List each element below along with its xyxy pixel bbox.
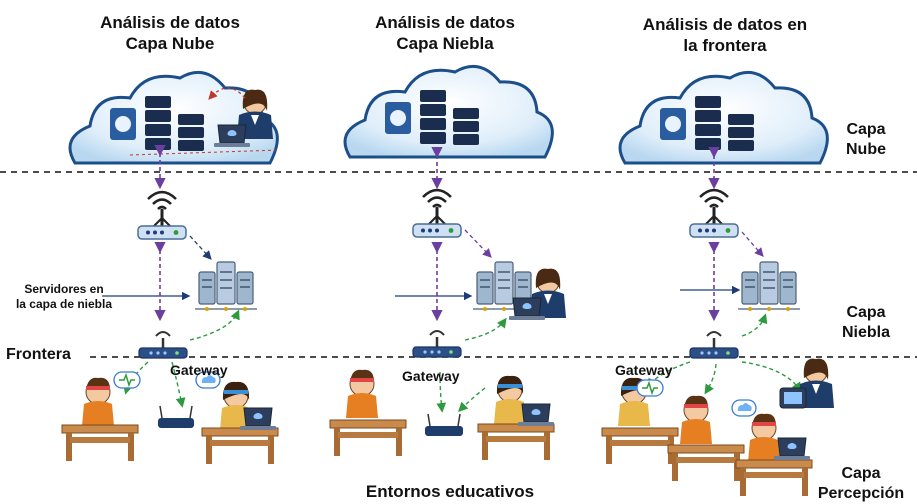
desk-icon — [735, 459, 813, 497]
column-cloud — [61, 70, 281, 465]
gateway-label: Gateway — [615, 362, 673, 378]
gateway-icon — [411, 329, 463, 359]
laptop-icon — [508, 297, 546, 321]
title-line: la frontera — [683, 36, 767, 55]
gateway-label: Gateway — [170, 362, 228, 378]
desk-icon — [667, 444, 745, 482]
student-icon — [493, 375, 527, 425]
student-icon — [81, 377, 115, 427]
fog-server-icon — [737, 261, 801, 312]
router-icon — [411, 188, 463, 239]
gateway-icon — [137, 330, 189, 360]
title-fog-analytics: Análisis de datos Capa Niebla — [350, 12, 540, 54]
layer-line: Percepción — [817, 485, 905, 502]
layer-label-cloud: Capa Nube — [826, 120, 906, 160]
fog-servers-label: Servidores en la capa de niebla — [8, 282, 120, 312]
desk-icon — [477, 423, 555, 461]
column-fog — [329, 64, 567, 461]
laptop-icon — [213, 124, 251, 148]
title-line: Capa Niebla — [396, 34, 494, 53]
student-icon — [345, 369, 379, 419]
gateway-label: Gateway — [402, 368, 460, 384]
educational-environments-label: Entornos educativos — [365, 482, 535, 501]
label-line: la capa de niebla — [15, 297, 113, 311]
student-icon — [679, 395, 713, 445]
student-icon — [747, 413, 781, 463]
laptop-icon — [773, 437, 811, 461]
laptop-icon — [239, 407, 277, 431]
laptop-icon — [517, 403, 555, 427]
title-line: Análisis de datos en — [642, 15, 808, 34]
layer-line: Capa — [841, 465, 881, 482]
desk-icon — [201, 427, 279, 465]
layer-label-fog: Capa Niebla — [826, 303, 906, 343]
sensor-signal-icon — [113, 371, 141, 389]
frontier-label: Frontera — [6, 346, 71, 363]
cloud-bubble-icon — [731, 399, 757, 417]
desk-icon — [61, 424, 139, 462]
sensor-signal-icon — [636, 379, 664, 397]
title-line: Análisis de datos — [100, 13, 240, 32]
fog-server-icon — [194, 261, 258, 312]
layer-label-perception: Capa Percepción — [806, 464, 916, 504]
title-edge-analytics: Análisis de datos en la frontera — [620, 14, 830, 56]
cloud-icon — [343, 64, 554, 159]
column-edge — [601, 70, 835, 497]
label-line: Servidores en — [24, 282, 104, 296]
router-icon — [136, 190, 188, 241]
access-point-icon — [158, 418, 194, 428]
cloud-icon — [618, 70, 829, 165]
access-point-icon — [425, 426, 463, 436]
title-line: Análisis de datos — [375, 13, 515, 32]
desk-icon — [329, 419, 407, 457]
gateway-icon — [688, 330, 740, 360]
title-line: Capa Nube — [125, 34, 215, 53]
layer-line: Niebla — [841, 324, 890, 341]
desk-icon — [601, 427, 679, 465]
layer-line: Nube — [846, 141, 886, 158]
title-cloud-analytics: Análisis de datos Capa Nube — [75, 12, 265, 54]
router-icon — [688, 188, 740, 239]
layer-line: Capa — [846, 121, 886, 138]
layer-line: Capa — [846, 304, 886, 321]
